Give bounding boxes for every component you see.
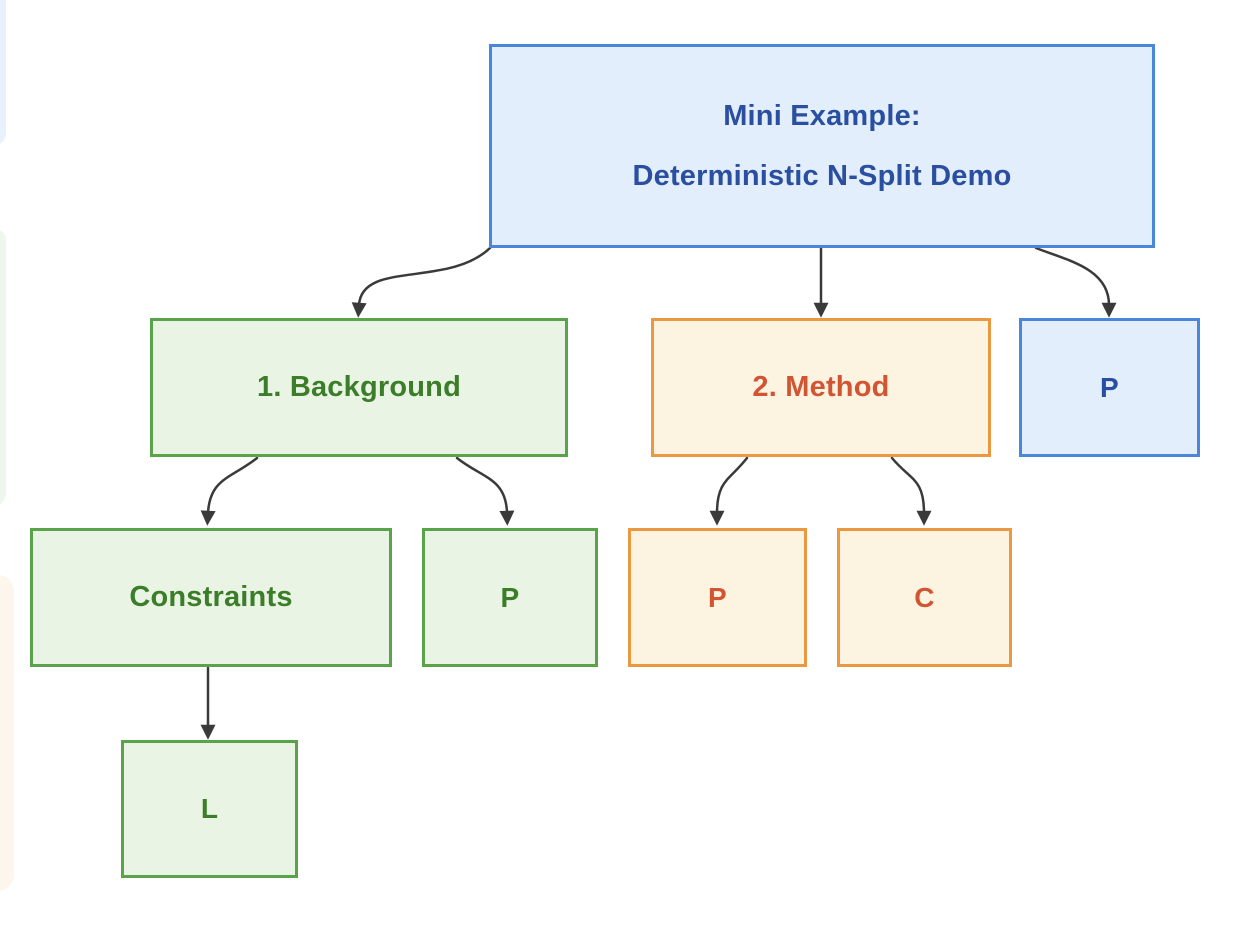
node-p-green[interactable]: P — [422, 528, 598, 667]
arrow-background-to-constraints — [200, 456, 259, 526]
offscreen-card-green — [0, 228, 6, 506]
node-constraints-label: Constraints — [129, 581, 293, 613]
arrow-root-to-background — [351, 246, 492, 318]
node-l-label: L — [200, 793, 219, 824]
node-p-blue-label: P — [1100, 371, 1119, 403]
node-root-label: Mini Example: Deterministic N-Split Demo — [632, 86, 1011, 206]
arrow-method-to-p-orange — [709, 456, 749, 526]
node-p-orange[interactable]: P — [628, 528, 807, 667]
node-c-orange-label: C — [914, 581, 935, 613]
offscreen-card-blue — [0, 0, 6, 146]
node-l[interactable]: L — [121, 740, 298, 878]
node-constraints[interactable]: Constraints — [30, 528, 392, 667]
node-p-orange-label: P — [708, 581, 727, 613]
node-background-label: 1. Background — [256, 371, 462, 403]
arrow-method-to-c-orange — [890, 456, 932, 526]
node-root-line1: Mini Example: — [723, 100, 921, 132]
node-c-orange[interactable]: C — [837, 528, 1012, 667]
node-method-label: 2. Method — [752, 371, 890, 403]
node-p-blue[interactable]: P — [1019, 318, 1200, 457]
node-method[interactable]: 2. Method — [651, 318, 991, 457]
node-p-green-label: P — [500, 581, 520, 613]
node-root[interactable]: Mini Example: Deterministic N-Split Demo — [489, 44, 1155, 248]
offscreen-card-cream — [0, 575, 14, 891]
node-root-line2: Deterministic N-Split Demo — [632, 160, 1012, 192]
node-background[interactable]: 1. Background — [150, 318, 568, 457]
arrow-root-to-p-blue — [1034, 246, 1117, 318]
arrow-background-to-p-green — [455, 456, 515, 526]
